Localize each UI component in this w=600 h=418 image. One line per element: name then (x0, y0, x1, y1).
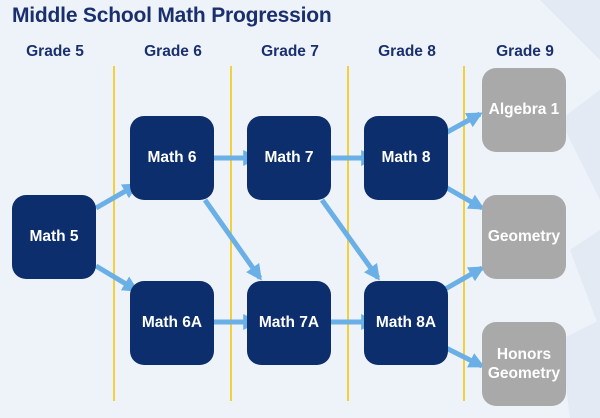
course-math-8: Math 8 (364, 116, 448, 200)
grade-divider (113, 66, 115, 401)
course-math-6a: Math 6A (130, 281, 214, 365)
course-math-5: Math 5 (12, 195, 96, 279)
grade-7-header: Grade 7 (261, 43, 319, 60)
grade-9-header: Grade 9 (496, 43, 554, 60)
course-math-6: Math 6 (130, 116, 214, 200)
course-honors-geometry: Honors Geometry (482, 322, 566, 406)
grade-divider (230, 66, 232, 401)
grade-divider (463, 66, 465, 401)
course-geometry: Geometry (482, 195, 566, 279)
course-math-7: Math 7 (247, 116, 331, 200)
course-algebra-1: Algebra 1 (482, 68, 566, 152)
grade-8-header: Grade 8 (378, 43, 436, 60)
grade-5-header: Grade 5 (26, 43, 84, 60)
course-math-7a: Math 7A (247, 281, 331, 365)
grade-6-header: Grade 6 (144, 43, 202, 60)
grade-divider (347, 66, 349, 401)
page-title: Middle School Math Progression (12, 4, 332, 27)
course-math-8a: Math 8A (364, 281, 448, 365)
